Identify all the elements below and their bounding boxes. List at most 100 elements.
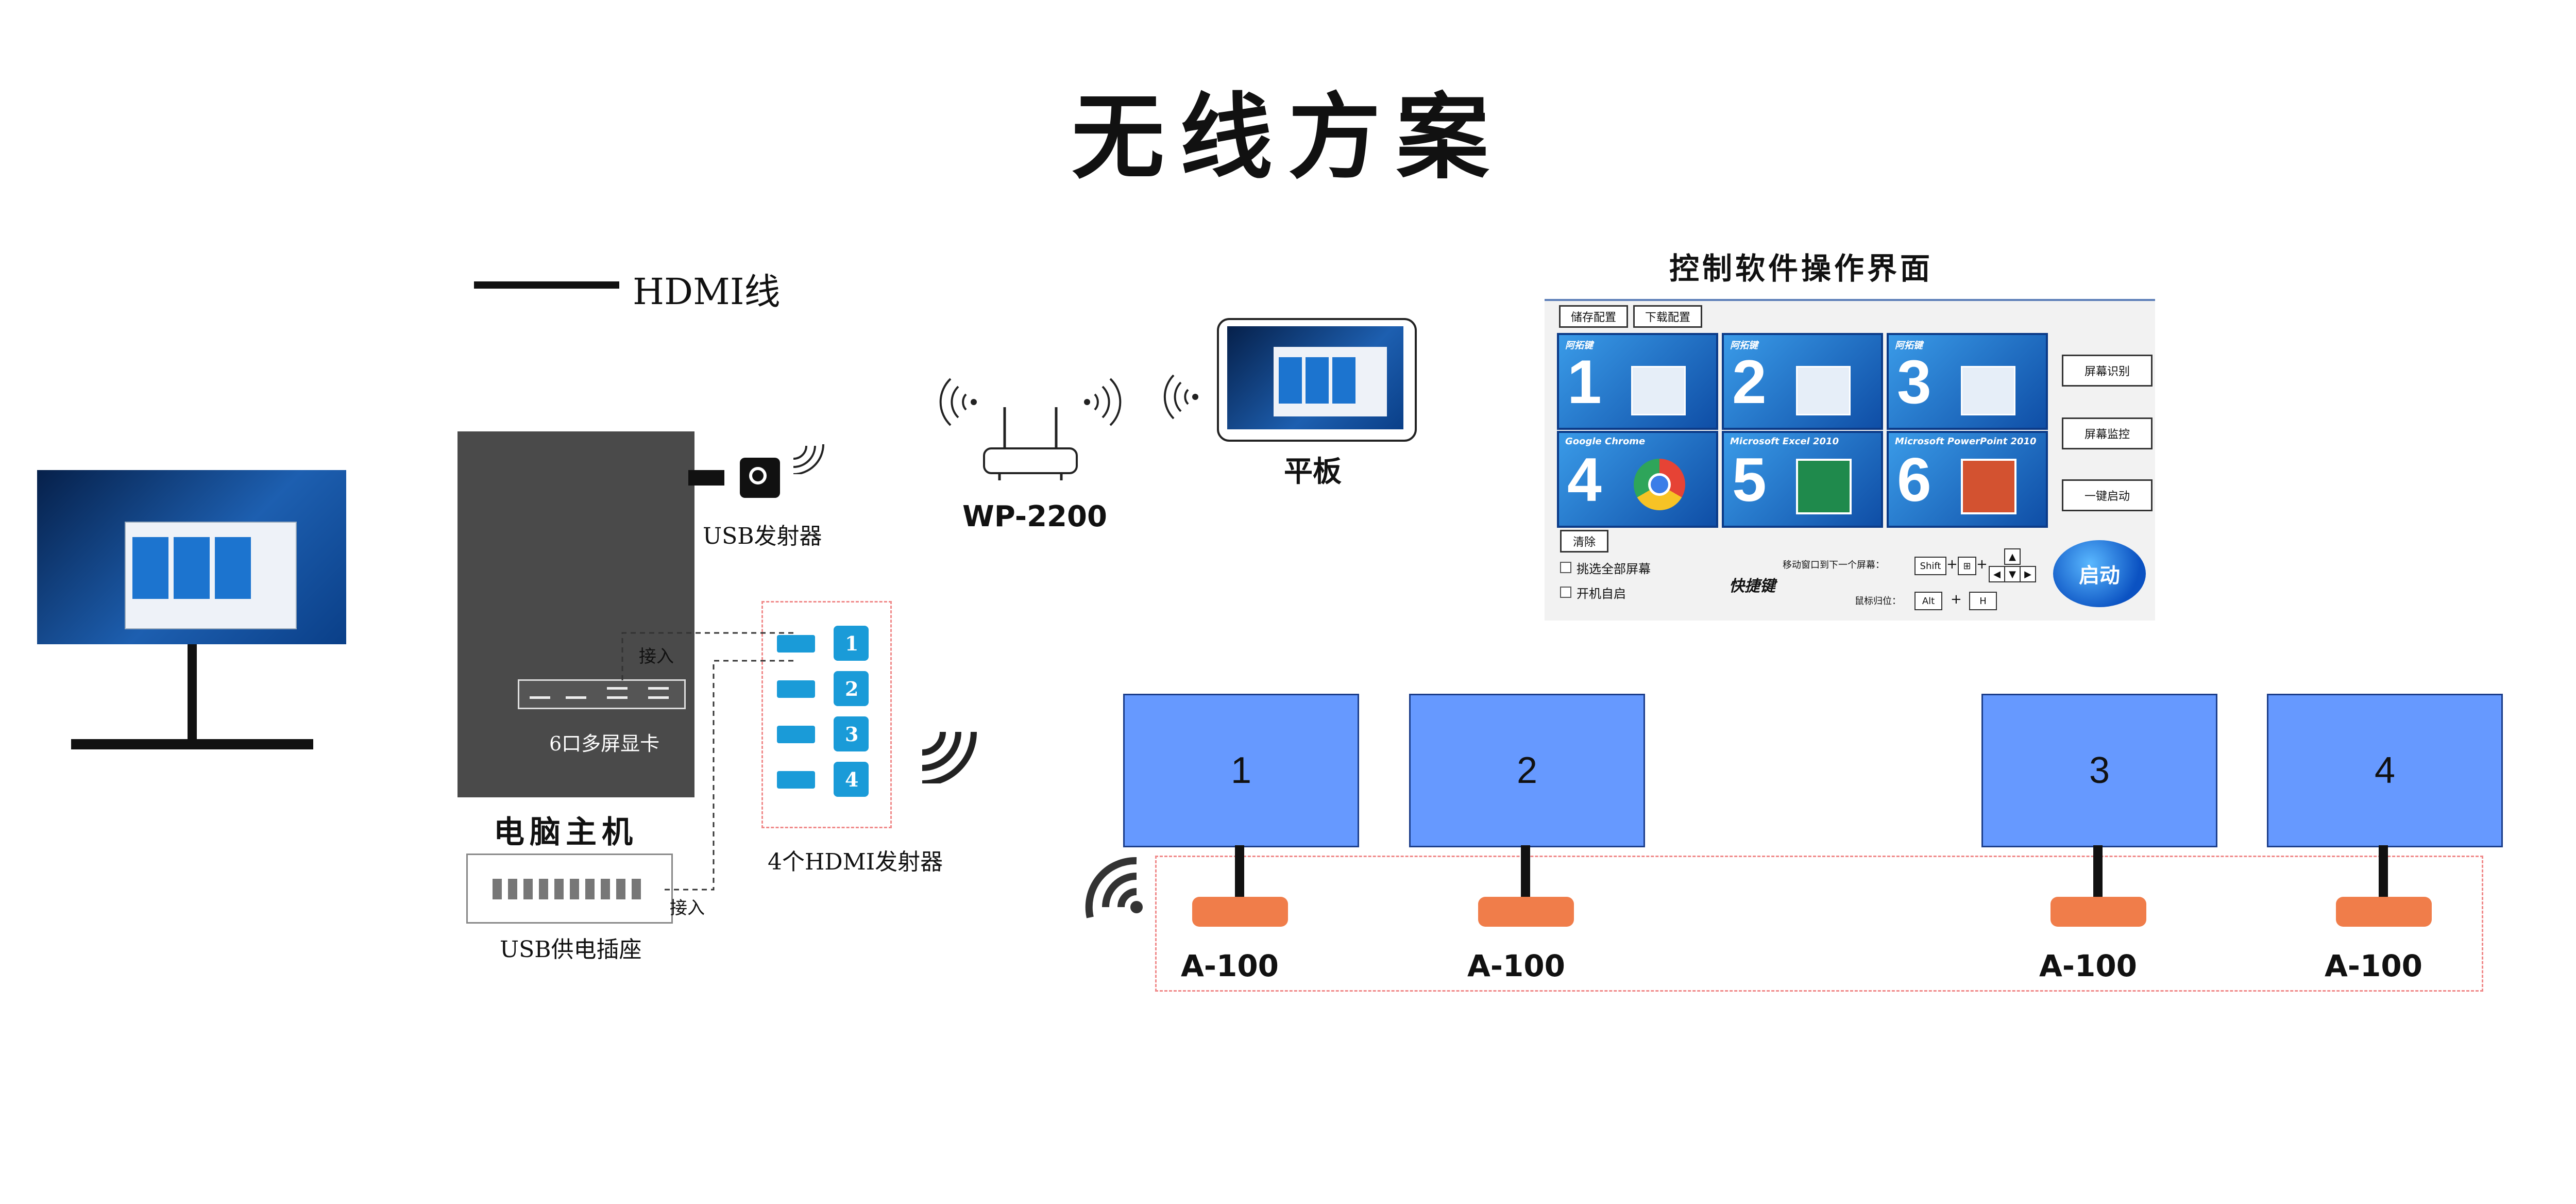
router-icon (939, 378, 1122, 480)
hdmi-line-label: HDMI线 (633, 271, 781, 313)
plug-in-label-socket: 接入 (670, 898, 705, 918)
shortcut-icon (1796, 366, 1851, 415)
graphics-card-label: 6口多屏显卡 (549, 732, 660, 755)
hdmi-plug (777, 680, 815, 698)
hdmi-plug (777, 726, 815, 743)
hdmi-plug (777, 635, 815, 653)
usb-transmitter-body (740, 458, 780, 498)
display-screen-2: 2 (1409, 694, 1645, 847)
app-tile-number: 5 (1732, 445, 1767, 514)
screen-number: 2 (1516, 750, 1538, 791)
hdmi-transmitter (834, 671, 869, 706)
app-tile-number: 1 (1567, 347, 1602, 416)
receiver-a100 (1478, 897, 1574, 927)
arrow-right-key-icon: ▶ (2020, 566, 2036, 582)
move-window-label: 移动窗口到下一个屏幕： (1783, 560, 1885, 571)
app-tile-1[interactable]: 阿拓键 1 (1557, 333, 1718, 430)
h-key: H (1969, 592, 1997, 610)
app-tile-number: 2 (1732, 347, 1767, 416)
plug-in-label-pc: 接入 (639, 646, 674, 667)
plus-sign: + (1976, 557, 1988, 572)
card-port (648, 687, 669, 690)
app-tile-4[interactable]: Google Chrome 4 (1557, 431, 1718, 528)
display-screen-1: 1 (1123, 694, 1359, 847)
receiver-a100 (2336, 897, 2432, 927)
hdmi-port-number: 3 (845, 723, 859, 746)
clear-button[interactable]: 清除 (1560, 530, 1608, 553)
app-tile-name: Google Chrome (1565, 436, 1646, 447)
shift-key: Shift (1914, 557, 1946, 575)
display-screen-3: 3 (1981, 694, 2217, 847)
arrow-down-key-icon: ▼ (2004, 566, 2021, 582)
tablet-label: 平板 (1284, 455, 1342, 489)
load-config-button[interactable]: 下载配置 (1633, 305, 1702, 328)
card-port (607, 687, 628, 690)
save-config-button[interactable]: 储存配置 (1559, 305, 1628, 328)
graphics-card (518, 679, 686, 709)
hdmi-wireless-icon (922, 731, 977, 783)
powerpoint-icon (1961, 459, 2016, 514)
hdmi-transmitter (834, 716, 869, 751)
usb-power-socket (466, 854, 673, 924)
tablet-wireless-icon (1163, 374, 1198, 420)
router-label: WP-2200 (962, 500, 1107, 533)
screen-number: 3 (2089, 750, 2110, 791)
arrow-up-key-icon: ▲ (2004, 548, 2021, 565)
receiver-a100 (2050, 897, 2146, 927)
shortcut-icon (1631, 366, 1686, 415)
app-tile-5[interactable]: Microsoft Excel 2010 5 (1722, 431, 1883, 528)
one-key-start-button[interactable]: 一键启动 (2062, 479, 2153, 511)
check-all-checkbox[interactable] (1560, 562, 1571, 573)
usb-socket-label: USB供电插座 (500, 937, 642, 963)
monitor-app-tiles (132, 537, 251, 599)
display-screen-4: 4 (2267, 694, 2503, 847)
socket-ports (493, 879, 642, 899)
hdmi-port-number: 2 (845, 677, 859, 700)
screen-identify-button[interactable]: 屏幕识别 (2062, 355, 2153, 387)
screen-pole (1521, 845, 1530, 909)
hdmi-transmitter-group (761, 601, 892, 828)
screen-number: 4 (2374, 750, 2396, 791)
card-port (530, 696, 550, 699)
usb-transmitter-plug (688, 470, 724, 486)
auto-start-label: 开机自启 (1577, 587, 1626, 601)
usb-transmitter-label: USB发射器 (703, 523, 822, 549)
app-tile-name: Microsoft Excel 2010 (1730, 436, 1839, 447)
receiver-a100 (1192, 897, 1288, 927)
app-tile-name: 阿拓键 (1565, 340, 1593, 351)
screen-monitor-button[interactable]: 屏幕监控 (2062, 417, 2153, 449)
excel-icon (1796, 459, 1852, 514)
hdmi-transmitter (834, 762, 869, 797)
screen-pole (2379, 845, 2388, 909)
monitor-stand-foot (71, 739, 313, 749)
app-tile-6[interactable]: Microsoft PowerPoint 2010 6 (1887, 431, 2048, 528)
app-tile-number: 4 (1567, 445, 1602, 514)
tablet-screen (1227, 326, 1403, 429)
screen-pole (2093, 845, 2103, 909)
chrome-icon-center (1648, 473, 1671, 496)
tablet-app-tiles (1279, 357, 1356, 404)
page-title: 无线方案 (1071, 83, 1504, 192)
start-button[interactable]: 启动 (2053, 540, 2146, 607)
screen-pole (1235, 845, 1244, 909)
auto-start-checkbox[interactable] (1560, 587, 1571, 598)
app-tile-3[interactable]: 阿拓键 3 (1887, 333, 2048, 430)
receiver-group (1155, 856, 2483, 992)
check-all-label: 挑选全部屏幕 (1577, 562, 1651, 576)
hdmi-plug (777, 771, 815, 789)
card-port (607, 696, 628, 699)
mouse-home-label: 鼠标归位： (1855, 596, 1901, 607)
hotkey-label: 快捷键 (1729, 577, 1775, 595)
receiver-label: A-100 (1467, 948, 1566, 983)
hdmi-port-number: 1 (845, 632, 859, 655)
arrow-left-key-icon: ◀ (1989, 566, 2005, 582)
control-panel-heading: 控制软件操作界面 (1669, 251, 1934, 286)
hdmi-transmitter (834, 626, 869, 661)
app-tile-name: Microsoft PowerPoint 2010 (1895, 436, 2037, 447)
app-tile-2[interactable]: 阿拓键 2 (1722, 333, 1883, 430)
shortcut-icon (1961, 366, 2015, 415)
app-tile-name: 阿拓键 (1730, 340, 1758, 351)
app-tile-number: 6 (1897, 445, 1931, 514)
alt-key: Alt (1914, 592, 1942, 610)
